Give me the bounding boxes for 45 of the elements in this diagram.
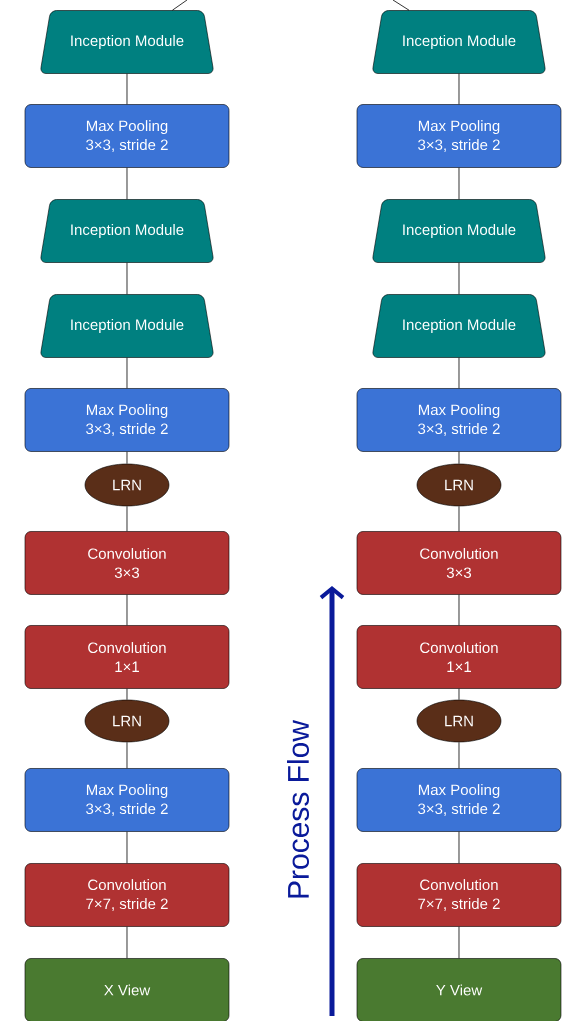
connector-line bbox=[126, 688, 128, 701]
connector-line bbox=[172, 0, 188, 11]
convolution-box: Convolution 7×7, stride 2 bbox=[356, 863, 562, 927]
connector-line bbox=[126, 926, 128, 959]
connector-line bbox=[126, 262, 128, 295]
connector-line bbox=[458, 688, 460, 701]
connector-line bbox=[458, 451, 460, 465]
pooling-box: Max Pooling 3×3, stride 2 bbox=[356, 768, 562, 832]
connector-line bbox=[126, 451, 128, 465]
convolution-box: Convolution 1×1 bbox=[24, 625, 230, 689]
inception-trapezoid: Inception Module bbox=[40, 199, 214, 263]
inception-trapezoid: Inception Module bbox=[372, 294, 546, 358]
connector-line bbox=[126, 741, 128, 769]
pooling-box: Max Pooling 3×3, stride 2 bbox=[356, 104, 562, 168]
axis-label: Process Flow bbox=[287, 719, 309, 898]
convolution-box: Convolution 1×1 bbox=[356, 625, 562, 689]
convolution-box: Convolution 7×7, stride 2 bbox=[24, 863, 230, 927]
inception-trapezoid: Inception Module bbox=[372, 10, 546, 74]
pooling-box: Max Pooling 3×3, stride 2 bbox=[24, 768, 230, 832]
view-box: Y View bbox=[356, 958, 562, 1021]
pooling-box: Max Pooling 3×3, stride 2 bbox=[24, 104, 230, 168]
connector-line bbox=[458, 741, 460, 769]
connector-line bbox=[126, 167, 128, 200]
connector-line bbox=[458, 357, 460, 389]
inception-trapezoid: Inception Module bbox=[40, 10, 214, 74]
connector-line bbox=[392, 0, 410, 11]
connector-line bbox=[458, 167, 460, 200]
connector-line bbox=[126, 73, 128, 105]
pooling-box: Max Pooling 3×3, stride 2 bbox=[356, 388, 562, 452]
connector-line bbox=[458, 594, 460, 626]
connector-line bbox=[126, 505, 128, 532]
view-box: X View bbox=[24, 958, 230, 1021]
connector-line bbox=[458, 73, 460, 105]
convolution-box: Convolution 3×3 bbox=[24, 531, 230, 595]
connector-line bbox=[126, 831, 128, 864]
inception-trapezoid: Inception Module bbox=[372, 199, 546, 263]
inception-trapezoid: Inception Module bbox=[40, 294, 214, 358]
connector-line bbox=[126, 357, 128, 389]
connector-line bbox=[458, 926, 460, 959]
pooling-box: Max Pooling 3×3, stride 2 bbox=[24, 388, 230, 452]
connector-line bbox=[458, 831, 460, 864]
connector-line bbox=[458, 505, 460, 532]
convolution-box: Convolution 3×3 bbox=[356, 531, 562, 595]
connector-line bbox=[458, 262, 460, 295]
connector-line bbox=[126, 594, 128, 626]
